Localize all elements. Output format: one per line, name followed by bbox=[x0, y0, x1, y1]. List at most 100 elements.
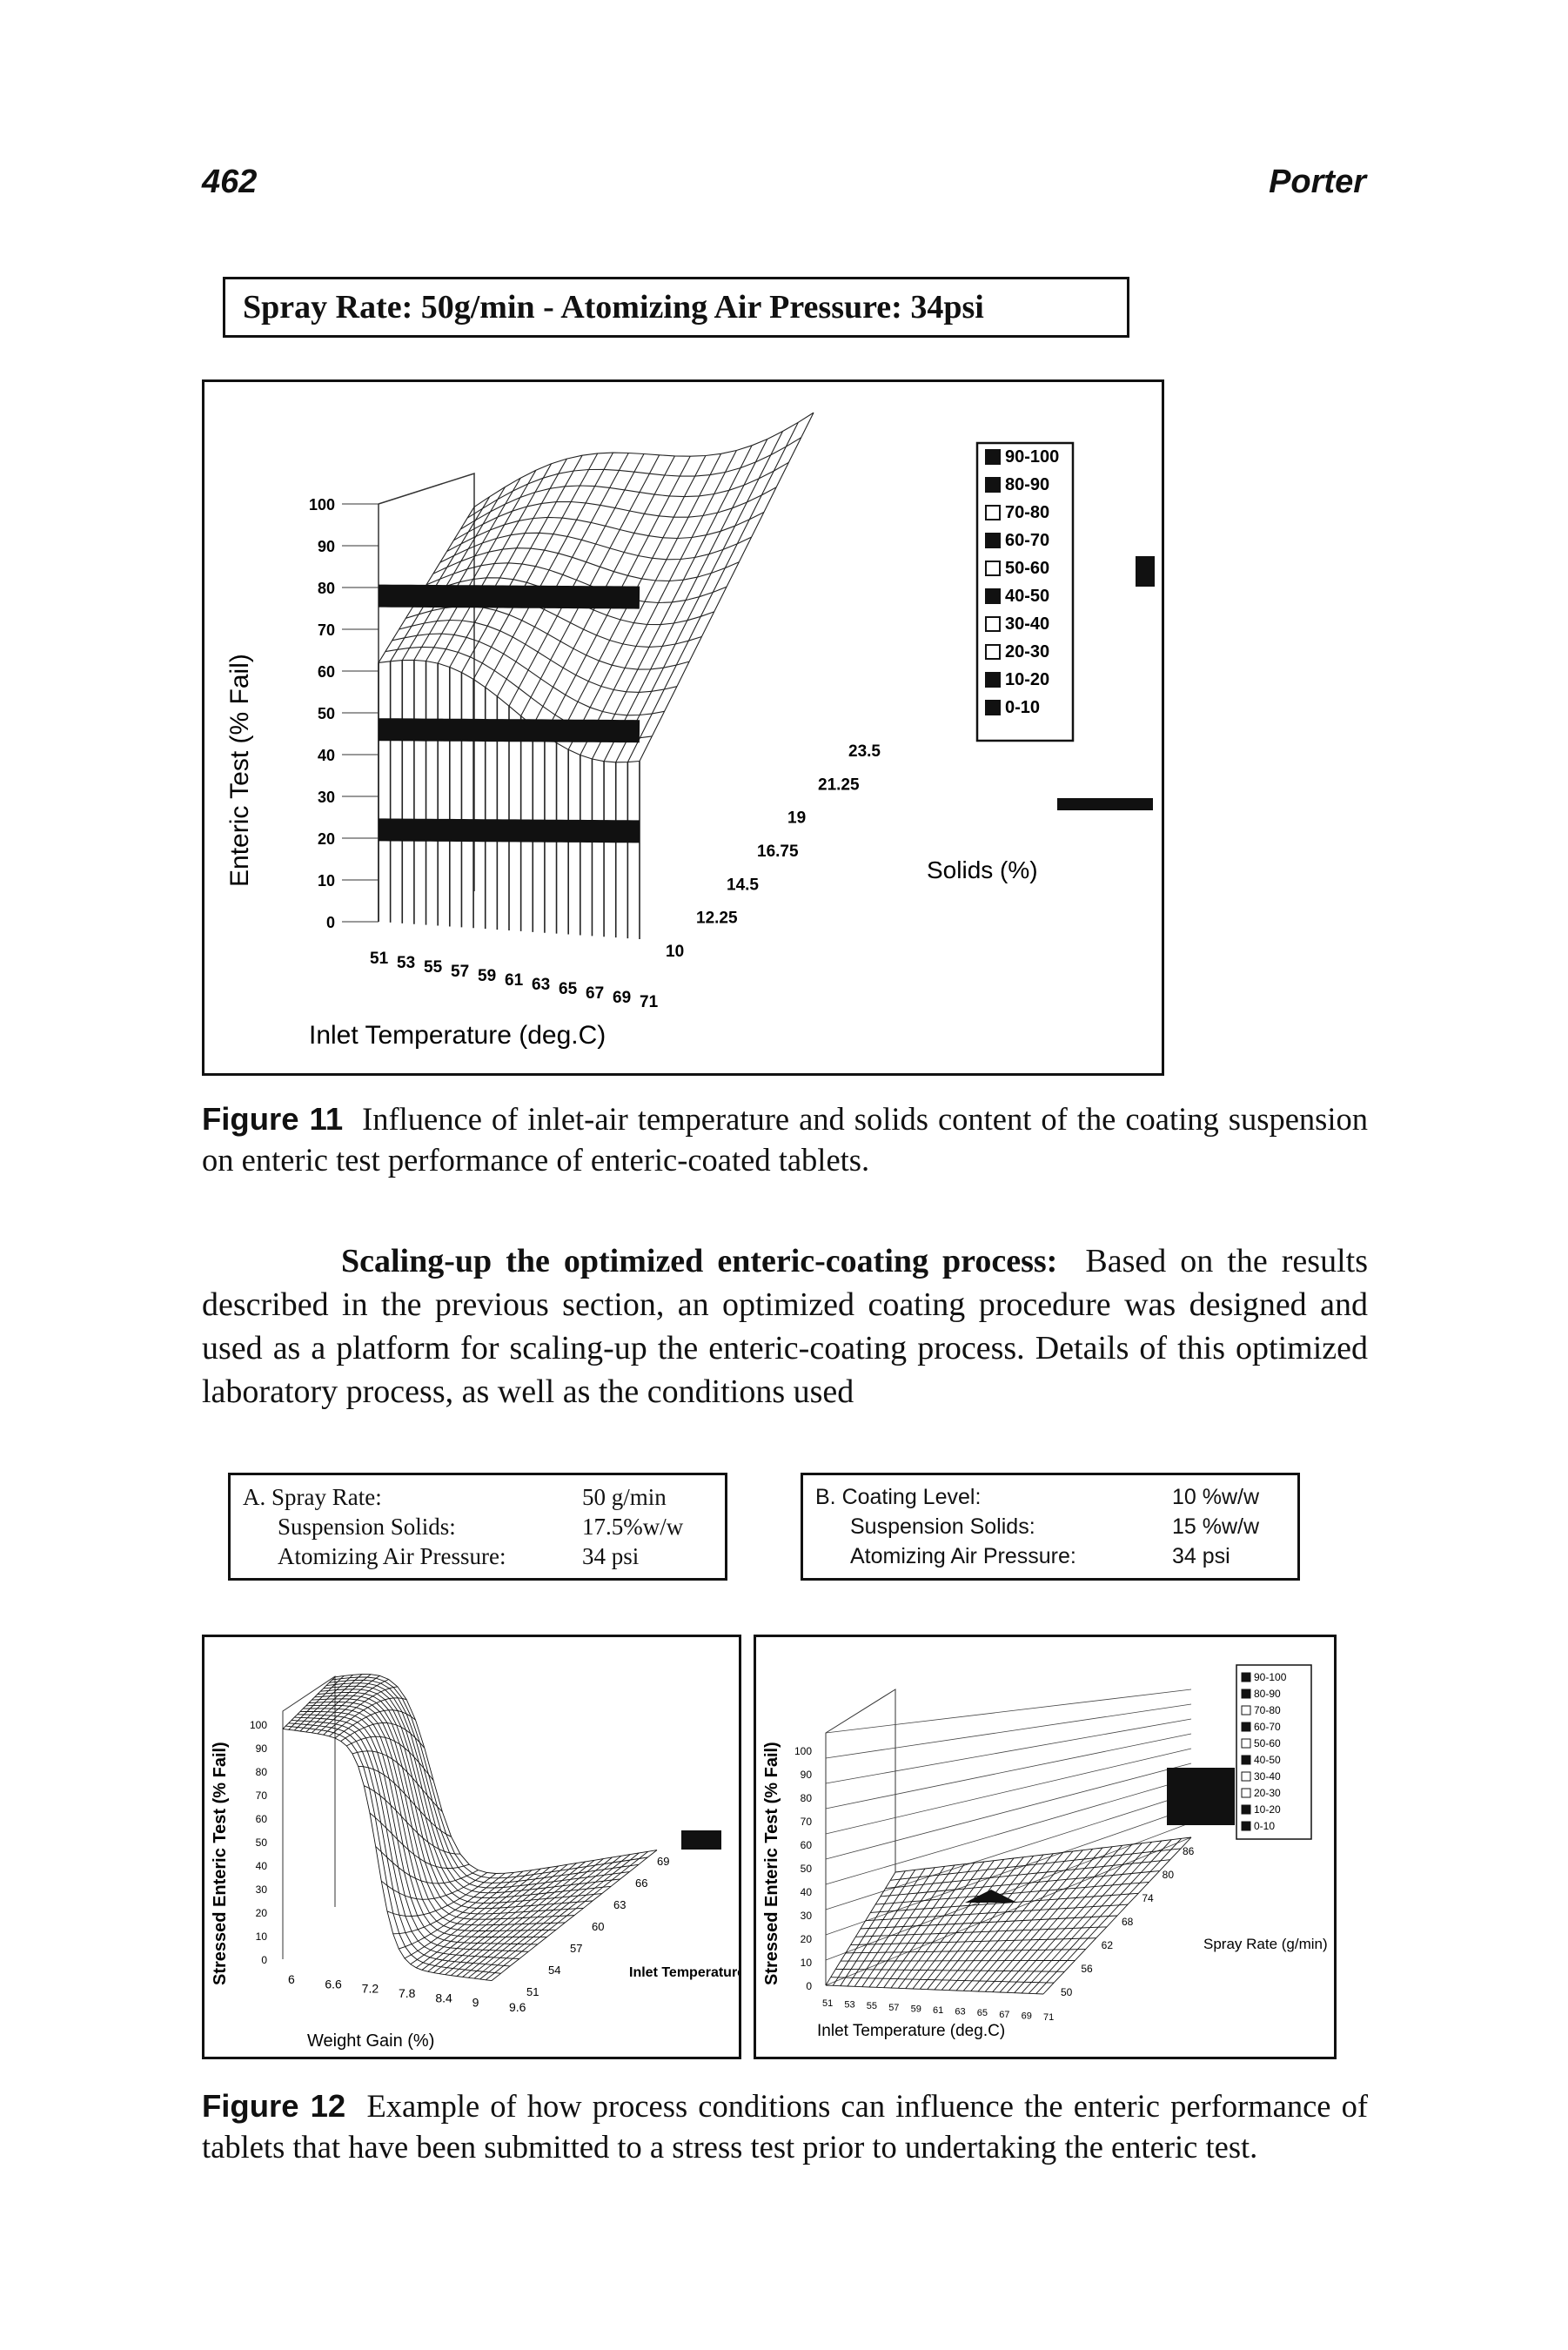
legend-swatch bbox=[1241, 1804, 1251, 1815]
z-tick-label: 50 bbox=[801, 1863, 813, 1875]
wall-line bbox=[825, 1762, 1192, 1860]
x-tick-label: 65 bbox=[977, 2008, 988, 2018]
surface-grid-line bbox=[392, 633, 665, 716]
x-tick-label: 6.6 bbox=[325, 1977, 342, 1991]
z-tick-label: 70 bbox=[801, 1816, 813, 1828]
surface-grid-line bbox=[855, 1926, 1107, 1937]
legend-label: 10-20 bbox=[1005, 670, 1049, 689]
depth-tick-label: 54 bbox=[548, 1964, 560, 1977]
z-tick-label: 80 bbox=[801, 1792, 813, 1804]
wall-line bbox=[825, 1748, 1192, 1835]
condition-box-a: A. Spray Rate:50 g/min Suspension Solids… bbox=[228, 1473, 727, 1581]
figure11-condition-title: Spray Rate: 50g/min - Atomizing Air Pres… bbox=[243, 289, 984, 326]
surface-grid-line bbox=[825, 1984, 1044, 1995]
x-tick-label: 55 bbox=[867, 2001, 877, 2011]
figure11-contour-bands bbox=[378, 584, 640, 843]
surface-grid-line bbox=[460, 461, 789, 530]
body-paragraph: Scaling-up the optimized enteric-coating… bbox=[202, 1239, 1368, 1413]
surface-grid-line bbox=[426, 562, 727, 604]
depth-tick-label: 19 bbox=[787, 809, 806, 828]
figure12-left-depth-axis-label: Inlet Temperature (deg.c) bbox=[629, 1965, 739, 1980]
legend-swatch bbox=[1241, 1672, 1251, 1682]
surface-grid-line bbox=[282, 1728, 493, 1982]
figure11-caption-label: Figure 11 bbox=[202, 1101, 344, 1137]
legend-swatch bbox=[985, 616, 1001, 632]
z-tick-label: 10 bbox=[801, 1957, 813, 1969]
x-tick-label: 57 bbox=[451, 963, 469, 981]
contour-band bbox=[379, 584, 640, 609]
x-tick-label: 6 bbox=[288, 1972, 295, 1986]
depth-tick-label: 12.25 bbox=[696, 910, 738, 928]
surface-grid-line bbox=[303, 1708, 556, 1931]
figure12-right-depth-axis-label: Spray Rate (g/min) bbox=[1203, 1936, 1328, 1952]
legend-label: 50-60 bbox=[1254, 1737, 1281, 1749]
back-wall bbox=[282, 1675, 336, 1959]
x-tick-label: 7.8 bbox=[399, 1986, 416, 2000]
surface-grid-line bbox=[325, 1682, 630, 1889]
x-tick-label: 59 bbox=[478, 967, 496, 985]
surface-grid-line bbox=[830, 1977, 1055, 1984]
surface-grid-line bbox=[639, 412, 814, 762]
z-tick-label: 90 bbox=[318, 538, 335, 555]
x-tick-label: 53 bbox=[844, 2000, 854, 2011]
z-tick-label: 70 bbox=[318, 621, 335, 639]
body-heading: Scaling-up the optimized enteric-coating… bbox=[341, 1243, 1058, 1279]
surface-grid-line bbox=[865, 1904, 1129, 1922]
z-tick-label: 100 bbox=[309, 496, 335, 514]
surface-grid-line bbox=[312, 1698, 584, 1915]
depth-tick-label: 68 bbox=[1122, 1916, 1134, 1928]
legend-label: 20-30 bbox=[1005, 642, 1049, 661]
figure12-right-surface-mesh bbox=[825, 1689, 1192, 1995]
legend-swatch bbox=[1241, 1821, 1251, 1831]
figure11-y-axis-label: Enteric Test (% Fail) bbox=[225, 654, 254, 887]
wall-line bbox=[825, 1777, 1192, 1885]
surface-grid-line bbox=[870, 1892, 1139, 1913]
figure12-left-marker-bar bbox=[681, 1830, 721, 1850]
legend-swatch bbox=[985, 588, 1001, 604]
surface-grid-line bbox=[885, 1859, 1170, 1890]
surface-grid-line bbox=[405, 606, 690, 670]
x-tick-label: 53 bbox=[397, 954, 415, 972]
surface-grid-line bbox=[875, 1881, 1149, 1905]
figure11-scale-bar bbox=[1057, 798, 1153, 810]
surface-grid-line bbox=[334, 1674, 658, 1874]
legend-label: 0-10 bbox=[1005, 698, 1040, 717]
surface-grid-line bbox=[835, 1968, 1065, 1972]
z-tick-label: 60 bbox=[318, 663, 335, 681]
condition-a-row: Suspension Solids:17.5%w/w bbox=[278, 1514, 684, 1540]
z-tick-label: 100 bbox=[250, 1719, 267, 1731]
condition-a-row: A. Spray Rate:50 g/min bbox=[243, 1484, 667, 1510]
depth-tick-label: 21.25 bbox=[818, 776, 860, 794]
condition-box-b: B. Coating Level:10 %w/w Suspension Soli… bbox=[801, 1473, 1300, 1581]
surface-grid-line bbox=[841, 1959, 1075, 1962]
surface-grid-line bbox=[317, 1691, 602, 1904]
wall-line bbox=[825, 1718, 1192, 1784]
depth-tick-label: 60 bbox=[592, 1920, 604, 1933]
surface-grid-line bbox=[323, 1685, 620, 1894]
surface-grid-line bbox=[297, 1714, 538, 1945]
x-tick-label: 67 bbox=[999, 2010, 1009, 2020]
depth-tick-label: 50 bbox=[1061, 1986, 1073, 1998]
surface-grid-line bbox=[291, 1719, 519, 1960]
z-tick-label: 60 bbox=[801, 1839, 813, 1851]
surface-grid-line bbox=[466, 437, 801, 519]
depth-tick-label: 10 bbox=[666, 943, 684, 961]
depth-tick-label: 14.5 bbox=[727, 876, 759, 894]
z-tick-label: 0 bbox=[326, 914, 335, 931]
condition-b-row: Suspension Solids:15 %w/w bbox=[850, 1514, 1260, 1539]
figure11-surface-mesh bbox=[378, 412, 814, 939]
wall-line bbox=[825, 1836, 1192, 1986]
x-tick-label: 8.4 bbox=[435, 1991, 452, 2004]
depth-tick-label: 23.5 bbox=[848, 742, 881, 761]
figure12-left-x-axis-label: Weight Gain (%) bbox=[307, 2031, 434, 2051]
x-tick-label: 69 bbox=[613, 989, 631, 1007]
surface-grid-line bbox=[845, 1949, 1086, 1954]
z-tick-label: 30 bbox=[318, 789, 335, 806]
